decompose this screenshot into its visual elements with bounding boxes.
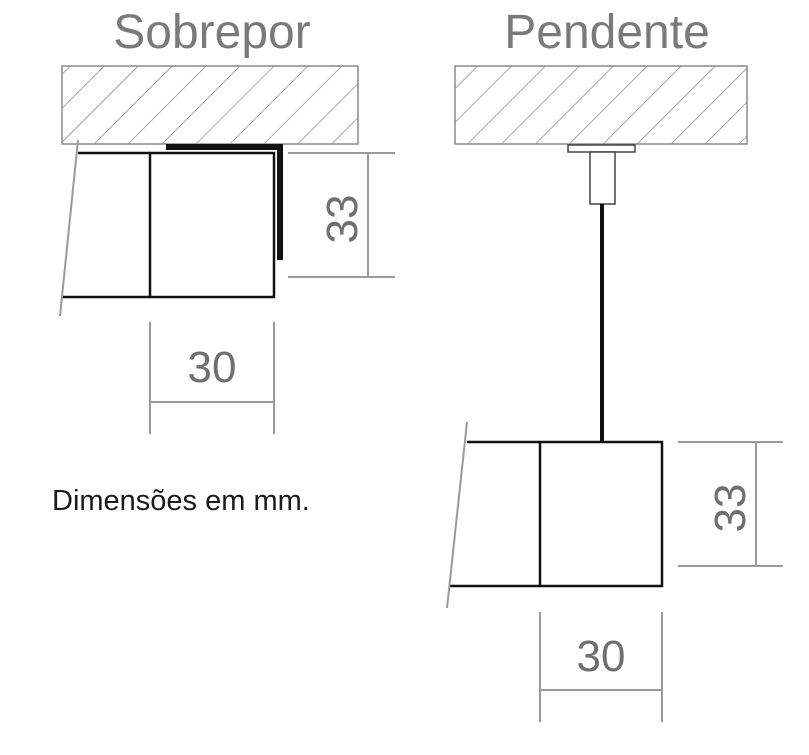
- width-dimension-right: 30: [539, 612, 663, 722]
- cable-gripper: [589, 151, 616, 205]
- pendente-title: Pendente: [504, 6, 710, 59]
- dimensions-note: Dimensões em mm.: [52, 485, 310, 517]
- ceiling-canopy: [567, 144, 636, 153]
- width-label-right: 30: [577, 632, 626, 681]
- surface-profile: [59, 139, 283, 317]
- height-label-left: 33: [318, 195, 367, 244]
- ceiling-slab-right: [454, 65, 748, 145]
- mounting-bracket: [166, 144, 283, 260]
- break-line-left: [59, 139, 79, 317]
- sobrepor-title: Sobrepor: [113, 6, 310, 59]
- ceiling-slab-left: [61, 65, 359, 145]
- height-dimension-right: 33: [678, 441, 783, 567]
- width-dimension-left: 30: [149, 322, 275, 434]
- pendant-profile: [446, 421, 664, 609]
- height-label-right: 33: [706, 484, 755, 533]
- height-dimension-left: 33: [288, 152, 395, 278]
- pendente-panel: Pendente 33 30: [446, 6, 783, 722]
- sobrepor-panel: Sobrepor 33 30: [59, 6, 395, 434]
- break-line-right: [446, 421, 468, 609]
- suspension-kit: [567, 144, 636, 442]
- width-label-left: 30: [188, 343, 237, 392]
